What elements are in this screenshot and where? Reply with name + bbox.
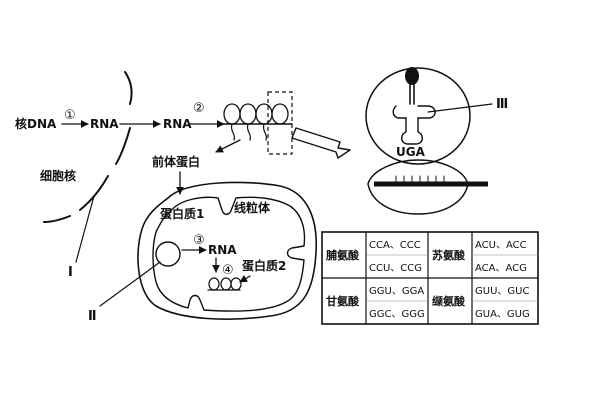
codon-table-cell: CCU、CCG <box>369 263 422 274</box>
label-mitochondrion: 线粒体 <box>234 200 271 215</box>
magnified-ribosome <box>365 67 471 215</box>
label-protein-2: 蛋白质2 <box>242 258 286 273</box>
mitochondrial-dna <box>155 241 181 267</box>
marker-III: Ⅲ <box>496 97 508 112</box>
label-anticodon: UGA <box>396 145 426 159</box>
codon-table-cell: GUA、GUG <box>475 309 530 320</box>
codon-table-amino-acid: 甘氨酸 <box>326 294 360 308</box>
pointer-I <box>75 195 95 263</box>
pointer-III <box>427 103 493 113</box>
polysome <box>223 103 289 141</box>
marker-II: Ⅱ <box>88 309 97 324</box>
label-rna-3: RNA <box>208 243 237 257</box>
codon-table-cell: GGC、GGG <box>369 309 425 320</box>
highlight-box <box>267 91 293 155</box>
codon-table-amino-acid: 脯氨酸 <box>325 248 360 262</box>
mitochondrion <box>137 181 318 320</box>
codon-table-cell: GGU、GGA <box>369 286 424 297</box>
label-nucleus-dna: 核DNA <box>15 116 57 131</box>
label-precursor-protein: 前体蛋白 <box>152 154 200 169</box>
arrow-to-precursor <box>215 139 241 153</box>
codon-table-amino-acid: 苏氨酸 <box>432 248 466 262</box>
label-step-4: ④ <box>222 263 234 278</box>
marker-I: Ⅰ <box>68 265 73 280</box>
codon-table: 脯氨酸 CCA、CCC CCU、CCG 苏氨酸 ACU、ACC ACA、ACG … <box>321 231 539 325</box>
nuclear-envelope <box>43 71 133 223</box>
codon-table-cell: ACU、ACC <box>475 240 527 251</box>
codon-table-cell: CCA、CCC <box>369 240 421 251</box>
mito-ribosomes <box>207 277 242 291</box>
label-nucleus: 细胞核 <box>40 168 76 183</box>
trna <box>392 67 436 145</box>
label-protein-1: 蛋白质1 <box>160 206 204 221</box>
label-rna-1: RNA <box>90 117 119 131</box>
codon-table-cell: GUU、GUC <box>475 286 529 297</box>
label-rna-2: RNA <box>163 117 192 131</box>
pointer-II <box>99 261 161 307</box>
label-step-1: ① <box>64 108 76 123</box>
mrna-bar <box>374 175 488 187</box>
arrow-protein2 <box>239 275 251 283</box>
codon-table-amino-acid: 缬氨酸 <box>432 294 466 308</box>
label-step-2: ② <box>193 101 205 116</box>
label-step-3: ③ <box>193 233 205 248</box>
magnify-arrow <box>291 127 351 159</box>
codon-table-cell: ACA、ACG <box>475 263 527 274</box>
